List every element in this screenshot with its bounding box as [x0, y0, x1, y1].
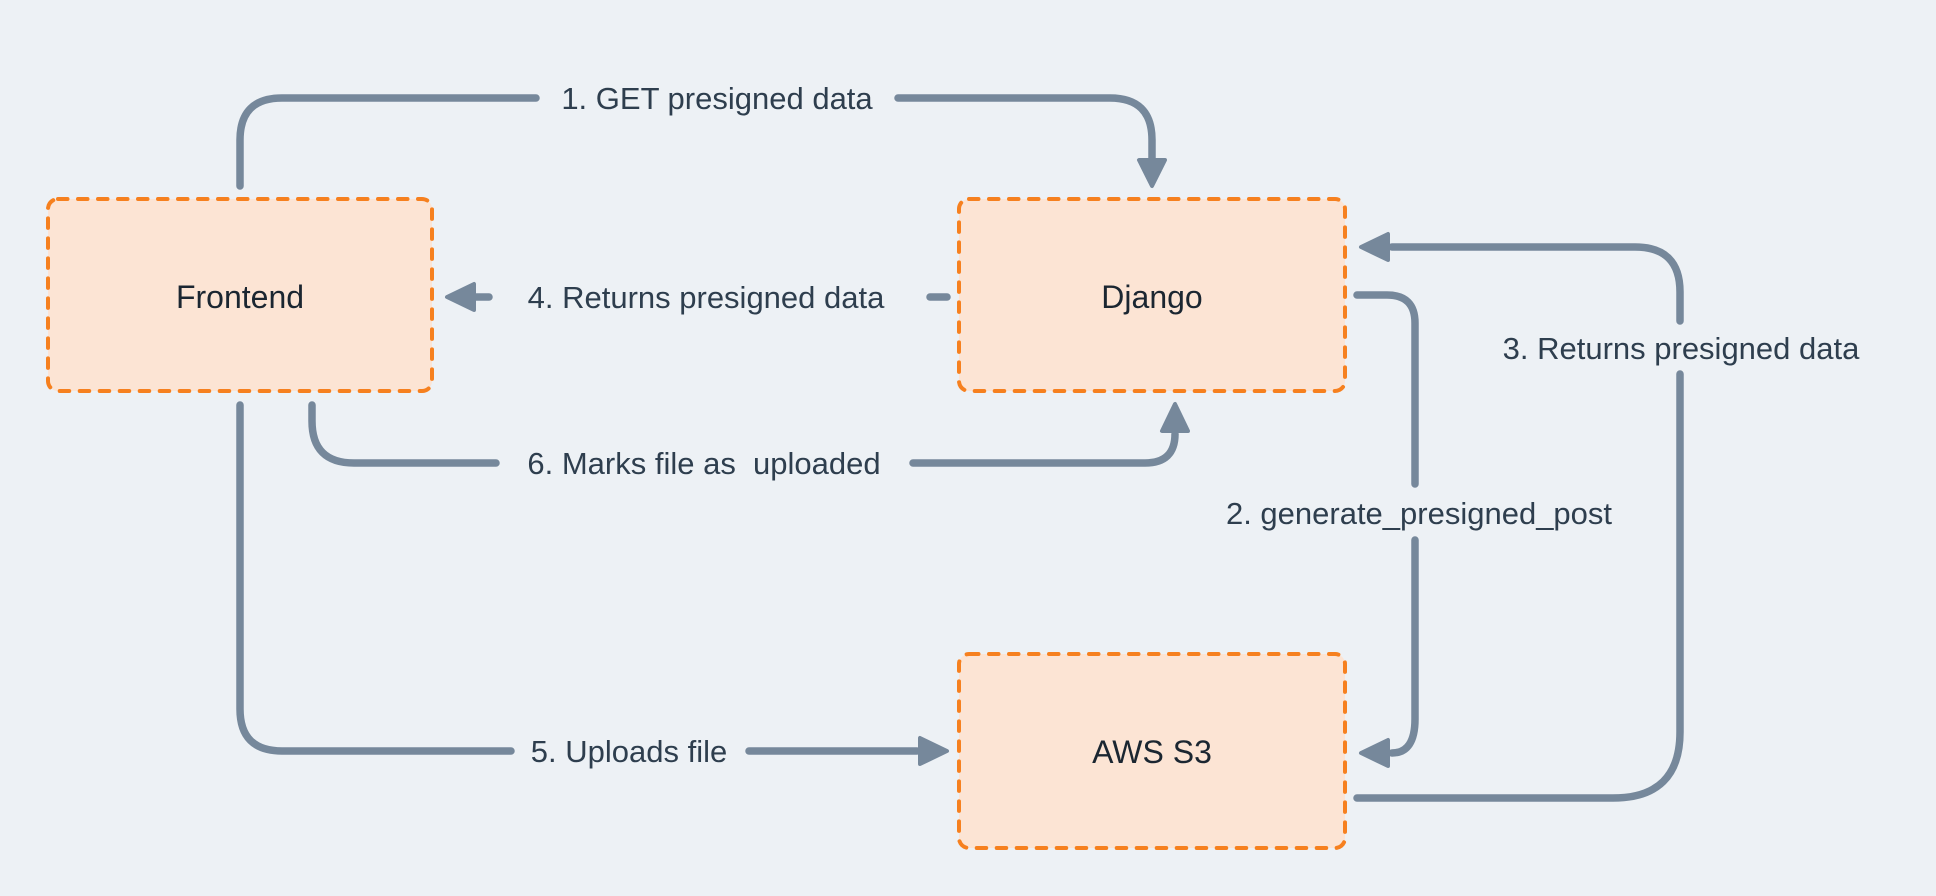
edge-5-uploads-file: 5. Uploads file [236, 401, 949, 769]
edge-1-get-presigned-data: 1. GET presigned data [236, 81, 1167, 190]
aws-s3-label: AWS S3 [1092, 734, 1212, 770]
django-label: Django [1101, 279, 1202, 315]
edge-1-segment-a [236, 94, 540, 190]
edge-1-segment-b [894, 94, 1156, 162]
edge-4-returns-presigned-data: 4. Returns presigned data [445, 280, 951, 315]
edge-2-generate-presigned-post: 2. generate_presigned_post [1226, 291, 1612, 768]
aws-s3-box [957, 652, 1347, 850]
edge-5-arrowhead [918, 736, 949, 766]
edge-3-segment-a [1353, 370, 1684, 802]
node-aws-s3: AWS S3 [957, 652, 1347, 850]
edge-4-label: 4. Returns presigned data [528, 280, 885, 315]
edge-1-label: 1. GET presigned data [561, 81, 873, 116]
edge-3-returns-presigned-data: 3. Returns presigned data [1353, 232, 1860, 802]
edge-2-label: 2. generate_presigned_post [1226, 496, 1612, 531]
edge-3-label: 3. Returns presigned data [1503, 331, 1860, 366]
edge-6-segment-b [909, 430, 1179, 467]
edge-3-arrowhead [1359, 232, 1390, 262]
node-django: Django [957, 197, 1347, 393]
frontend-label: Frontend [176, 279, 304, 315]
edge-5-segment-a [236, 401, 515, 755]
edge-3-segment-b [1388, 243, 1684, 325]
edge-2-segment-b [1388, 536, 1419, 757]
edge-5-label: 5. Uploads file [531, 734, 727, 769]
edge-2-arrowhead [1359, 738, 1390, 768]
edge-6-marks-file-uploaded: 6. Marks file as uploaded [308, 401, 1190, 481]
django-box [957, 197, 1347, 393]
node-frontend: Frontend [46, 197, 434, 393]
edge-4-arrowhead [445, 282, 476, 312]
edge-2-segment-a [1353, 291, 1419, 488]
edge-6-arrowhead [1160, 402, 1190, 433]
edge-6-segment-a [308, 401, 500, 467]
edge-6-label: 6. Marks file as uploaded [527, 446, 880, 481]
edge-1-arrowhead [1137, 158, 1167, 188]
frontend-box [46, 197, 434, 393]
